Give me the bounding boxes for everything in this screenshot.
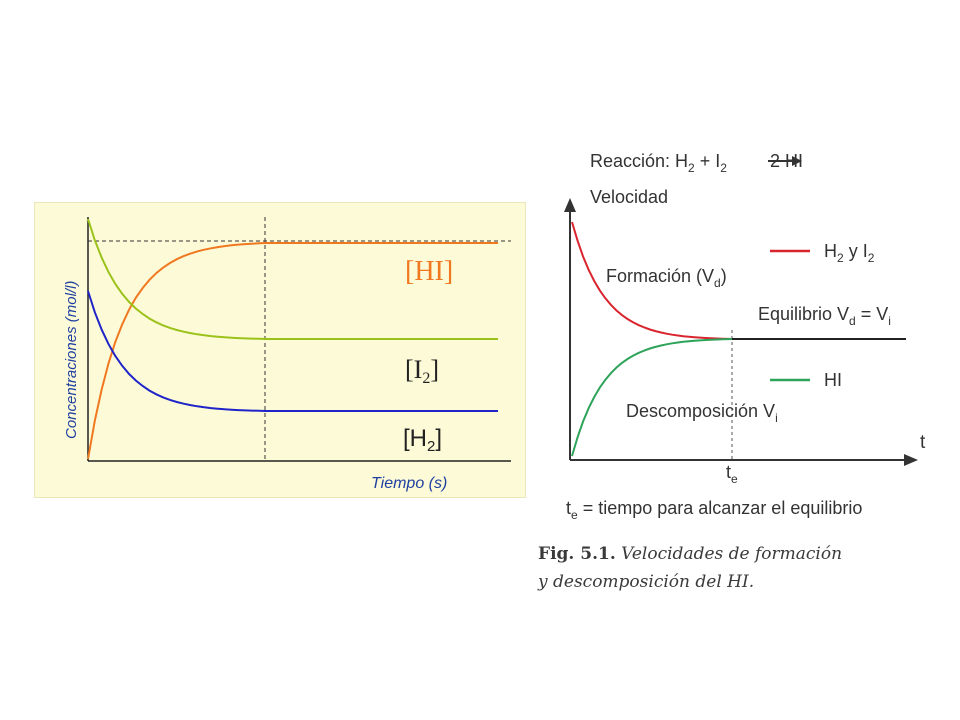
- legend-hi-label: HI: [824, 370, 842, 390]
- hi-label: [HI]: [405, 256, 453, 287]
- te-definition: te = tiempo para alcanzar el equilibrio: [566, 498, 862, 522]
- series-line-1: [571, 338, 906, 457]
- series-line-1: [87, 218, 498, 340]
- reaction-arrowhead: [792, 156, 802, 166]
- series-group: [87, 218, 498, 460]
- x-axis-arrowhead: [904, 454, 918, 466]
- formation-annotation: Formación (Vd): [606, 266, 727, 290]
- y-axis-arrowhead: [564, 198, 576, 212]
- legend-h2-i2-label: H2 y I2: [824, 241, 875, 265]
- figure-caption: Fig. 5.1. Velocidades de formación y des…: [538, 540, 938, 596]
- series-line-2: [87, 290, 498, 412]
- te-tick-label: te: [726, 462, 738, 486]
- equilibrium-annotation: Equilibrio Vd = Vi: [758, 304, 891, 328]
- y-axis-label: Concentraciones (mol/l): [63, 281, 80, 439]
- concentration-chart: Concentraciones (mol/l) Tiempo (s) [HI] …: [34, 202, 526, 498]
- figure-number: Fig. 5.1.: [538, 544, 616, 564]
- decomposition-annotation: Descomposición Vi: [626, 401, 778, 425]
- x-axis-label: Tiempo (s): [371, 475, 447, 492]
- x-axis-label: t: [920, 432, 926, 453]
- series-group: [571, 221, 906, 457]
- caption-line-2: y descomposición del HI.: [538, 572, 755, 592]
- i2-label: [I2]: [405, 355, 439, 387]
- y-axis-label: Velocidad: [590, 187, 668, 207]
- reaction-title: Reacción: H2 + I2 2 HI: [590, 151, 803, 175]
- concentration-plot: Concentraciones (mol/l) Tiempo (s) [HI] …: [63, 217, 511, 492]
- caption-line-1: Velocidades de formación: [615, 544, 843, 564]
- rate-plot: Reacción: H2 + I2 2 HI Velocidad t te H2…: [564, 151, 926, 522]
- rate-chart: Reacción: H2 + I2 2 HI Velocidad t te H2…: [534, 140, 944, 610]
- series-line-0: [87, 242, 498, 460]
- h2-label: [H2]: [403, 425, 442, 455]
